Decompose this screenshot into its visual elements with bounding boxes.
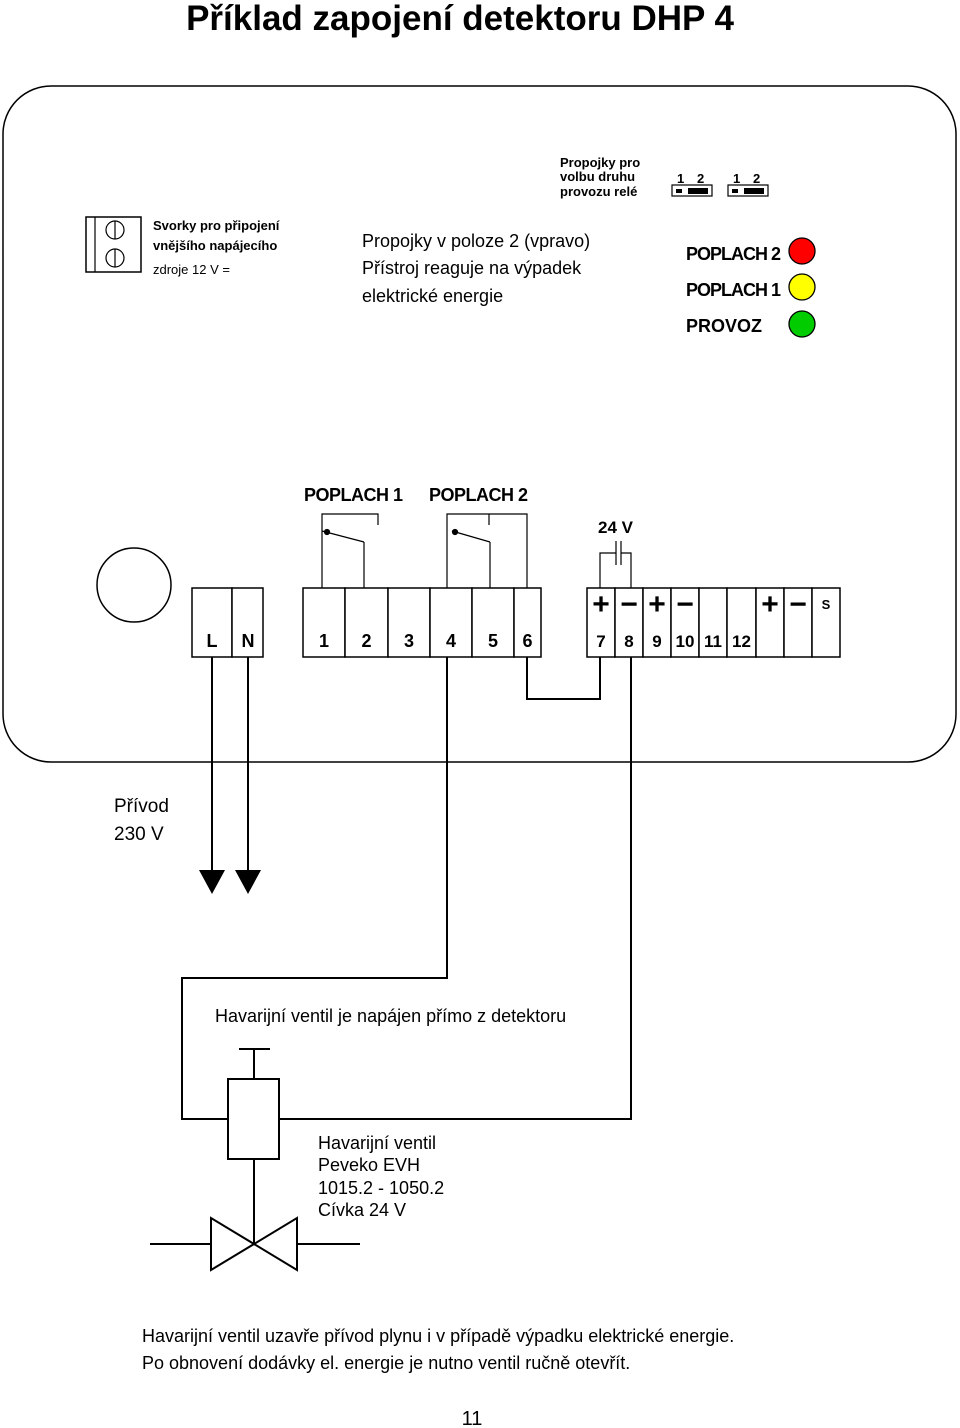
supply-terminal-block xyxy=(85,216,142,273)
jumper-pin-label: 1 xyxy=(733,171,740,186)
valve-icon xyxy=(150,1048,360,1272)
wiring xyxy=(181,657,632,1120)
footer-note-line: Po obnovení dodávky el. energie je nutno… xyxy=(142,1353,630,1373)
led-power-icon xyxy=(788,310,816,338)
jumper-label-line: volbu druhu xyxy=(560,169,635,184)
wire-terminal-8-valve xyxy=(279,657,632,1120)
jumper-label-line: provozu relé xyxy=(560,184,637,199)
output-24v-label: 24 V xyxy=(598,518,634,537)
jumper-note-line: elektrické energie xyxy=(362,286,503,306)
jumper-note-line: Propojky v poloze 2 (vpravo) xyxy=(362,231,590,251)
valve-label: Havarijní ventil Peveko EVH 1015.2 - 105… xyxy=(318,1133,444,1220)
mains-input-voltage: 230 V xyxy=(114,824,164,845)
supply-label-line: vnějšího napájecího xyxy=(153,238,277,253)
jumper-note: Propojky v poloze 2 (vpravo) Přístroj re… xyxy=(362,231,590,306)
arrow-down-icon xyxy=(199,870,225,894)
terminal-cell[interactable] xyxy=(302,587,346,658)
supply-label-line: Svorky pro připojení xyxy=(153,218,280,233)
terminal-label-9: 9 xyxy=(652,632,661,651)
minus-icon: − xyxy=(789,588,807,621)
jumper-label-line: Propojky pro xyxy=(560,155,640,170)
terminal-label-1: 1 xyxy=(319,631,329,651)
supply-terminal-frame xyxy=(85,216,142,273)
terminal-label-2: 2 xyxy=(361,631,371,651)
led-label: POPLACH 1 xyxy=(686,280,781,300)
supply-label-line: zdroje 12 V = xyxy=(153,262,230,277)
terminal-label-10: 10 xyxy=(676,632,695,651)
led-label: POPLACH 2 xyxy=(686,244,781,264)
terminal-label-3: 3 xyxy=(404,631,414,651)
detector-housing xyxy=(2,85,957,763)
terminal-label-6: 6 xyxy=(522,631,532,651)
valve-label-line: Cívka 24 V xyxy=(318,1200,406,1220)
led-label: PROVOZ xyxy=(686,316,762,336)
wire-terminal-4-valve xyxy=(181,657,448,1120)
capacitor-icon xyxy=(599,541,632,588)
jumper-pin-label: 2 xyxy=(753,171,760,186)
wire-bridge-6-7 xyxy=(526,657,601,700)
terminal-cell[interactable] xyxy=(642,587,672,658)
relay-2-label: POPLACH 2 xyxy=(429,485,528,505)
jumper-left[interactable]: 1 2 xyxy=(671,171,713,197)
terminal-cell[interactable] xyxy=(755,587,785,658)
plus-icon: + xyxy=(648,588,666,621)
jumper-right[interactable]: 1 2 xyxy=(727,171,769,197)
shield-terminal-label: S xyxy=(822,597,831,612)
terminal-cell[interactable] xyxy=(586,587,616,658)
page-title: Příklad zapojení detektoru DHP 4 xyxy=(186,0,734,38)
valve-label-line: Havarijní ventil xyxy=(318,1133,436,1153)
jumper-cap xyxy=(688,188,708,194)
jumper-pin-open xyxy=(676,189,682,193)
terminal-cell[interactable] xyxy=(811,587,841,658)
terminal-cell[interactable] xyxy=(471,587,515,658)
terminal-label-n: N xyxy=(242,631,255,651)
terminal-label-12: 12 xyxy=(732,632,751,651)
valve-supply-note: Havarijní ventil je napájen přímo z dete… xyxy=(215,1006,566,1026)
jumper-pin-open xyxy=(732,189,738,193)
led-alarm-2-icon xyxy=(788,237,816,265)
relay-1-contact-icon xyxy=(321,513,379,588)
terminal-cell[interactable] xyxy=(783,587,813,658)
led-alarm-1-icon xyxy=(788,273,816,301)
led-indicators: POPLACH 2 POPLACH 1 PROVOZ xyxy=(686,237,816,338)
terminal-label-4: 4 xyxy=(446,631,456,651)
minus-icon: − xyxy=(676,588,694,621)
jumper-pin-label: 1 xyxy=(677,171,684,186)
relay-2-contact-icon xyxy=(446,513,528,588)
terminal-label-5: 5 xyxy=(488,631,498,651)
arrow-down-icon xyxy=(235,870,261,894)
plus-icon: + xyxy=(761,588,779,621)
plus-icon: + xyxy=(592,588,610,621)
valve-label-line: Peveko EVH xyxy=(318,1155,420,1175)
terminal-label-7: 7 xyxy=(596,632,605,651)
jumper-cap xyxy=(744,188,764,194)
minus-icon: − xyxy=(620,588,638,621)
relay-1-label: POPLACH 1 xyxy=(304,485,403,505)
terminal-cell[interactable] xyxy=(726,587,757,658)
jumper-note-line: Přístroj reaguje na výpadek xyxy=(362,258,582,278)
valve-label-line: 1015.2 - 1050.2 xyxy=(318,1178,444,1198)
terminal-label-11: 11 xyxy=(704,632,722,651)
page-number: 11 xyxy=(462,1408,483,1428)
footer-note-line: Havarijní ventil uzavře přívod plynu i v… xyxy=(142,1326,734,1346)
terminal-cell[interactable] xyxy=(387,587,431,658)
terminal-cell[interactable] xyxy=(344,587,389,658)
jumper-pin-label: 2 xyxy=(697,171,704,186)
jumper-label: Propojky pro volbu druhu provozu relé xyxy=(560,155,640,199)
mains-terminals: L N xyxy=(191,587,264,658)
relay-terminals: 1 2 3 4 5 6 xyxy=(302,587,542,658)
mains-input-label: Přívod xyxy=(114,796,169,817)
terminal-label-l: L xyxy=(207,631,218,651)
cable-gland-icon xyxy=(96,547,172,623)
supply-terminal-label: Svorky pro připojení vnějšího napájecího… xyxy=(153,218,280,277)
terminal-label-8: 8 xyxy=(624,632,633,651)
